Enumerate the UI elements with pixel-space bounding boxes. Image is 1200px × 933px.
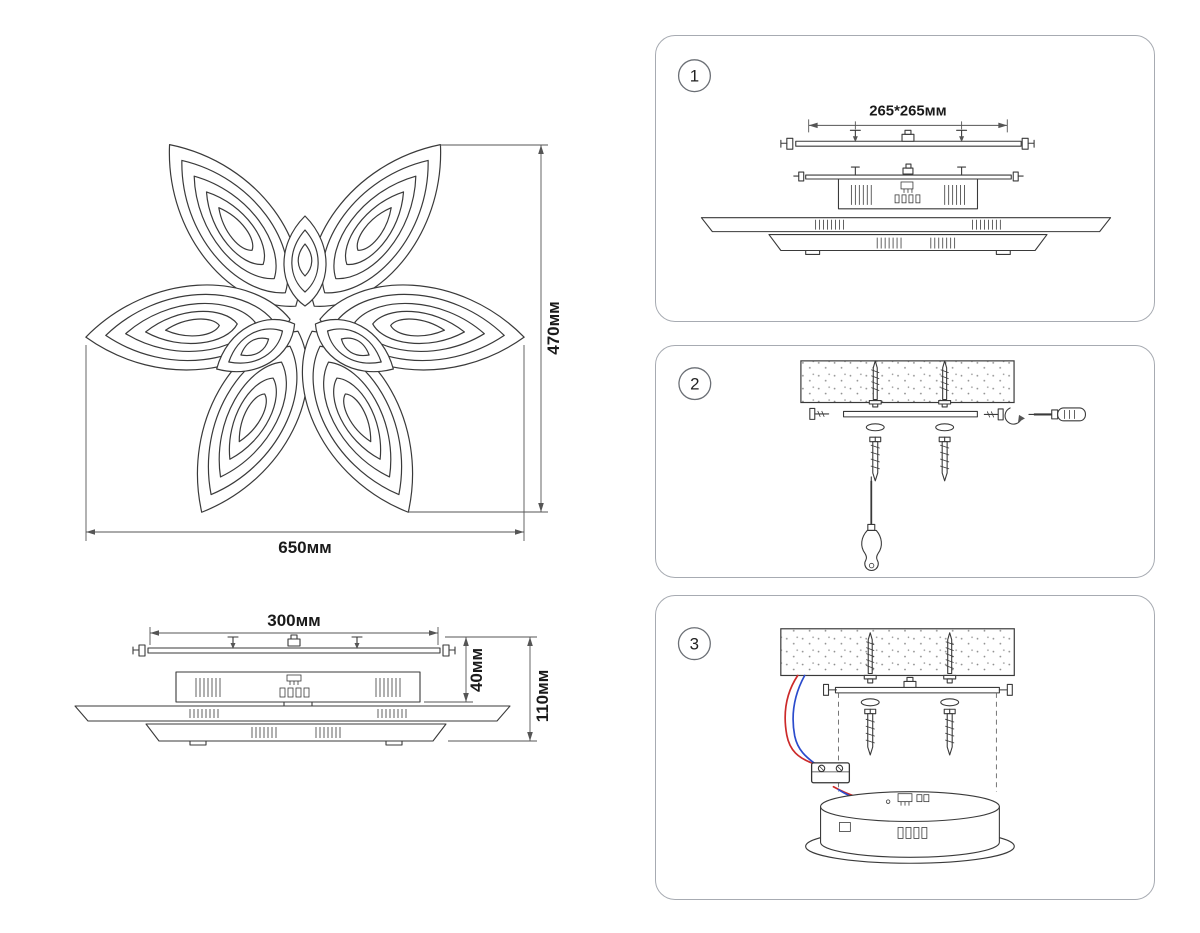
screw-icon [132,644,146,657]
upper-panel [700,217,1112,233]
base-clip [839,822,851,832]
screw-icon [809,407,830,420]
bracket-hole [865,423,885,432]
step-number-badge [677,59,712,93]
bolt-icon [227,636,239,649]
mounting-bracket-side [132,634,456,657]
screw-icon [793,171,805,182]
lower-panel [768,234,1048,252]
fixture-side-view: 300мм [74,611,552,746]
center-clip-icon [287,634,301,647]
screwdriver-icon [861,476,882,572]
ceiling [800,360,1015,404]
screw-icon [943,708,956,756]
side-view-width-label: 300мм [267,611,321,630]
terminal-block [810,762,851,784]
step-2-drawing: 2 [678,360,1086,572]
driver-housing-side [175,671,421,703]
top-view-width-label: 650мм [278,538,332,557]
dimension-bracket: 265*265мм [808,103,1008,133]
total-height-label: 110мм [533,670,552,723]
alignment-guides [837,692,997,792]
bolt-icon [956,129,968,143]
wire-red [784,674,813,764]
bracket-hole [935,423,955,432]
mounting-bracket [780,129,1035,150]
screw-icon [869,436,882,482]
step-panel-2: 2 [655,345,1155,578]
upper-height-label: 40мм [467,648,486,692]
anchor-screw-icon [938,360,952,408]
step-panel-3: 3 [655,595,1155,900]
center-clip-icon [901,129,915,142]
step-number: 3 [690,635,699,654]
mounting-bracket [842,410,978,418]
step-number: 2 [690,375,699,394]
screw-icon [938,436,951,482]
base-top-face [820,791,1000,823]
rotate-arrow-icon [1004,407,1025,425]
step-number: 1 [690,67,699,86]
step-1-drawing: 1 265*265мм [677,59,1112,256]
driver-housing [837,178,979,210]
step-number-badge [677,627,711,661]
anchor-screw-icon [868,360,882,408]
fixture-base [805,791,1015,864]
screw-icon [780,137,794,150]
dimension-total-height: 110мм [448,637,552,742]
screw-icon [822,683,837,696]
center-clip-icon [902,163,914,175]
bracket-dimension-label: 265*265мм [869,103,946,119]
bracket-hole [860,698,880,707]
screw-icon [1012,171,1024,182]
bolt-icon [351,636,363,649]
screw-icon [864,708,877,756]
top-view-height-label: 470мм [544,301,563,355]
lower-panel-side [145,723,447,746]
fixture-side-view-small [700,163,1112,256]
screw-icon [1021,137,1035,150]
step-3-drawing: 3 [677,627,1015,864]
dimension-top-view-width: 650мм [85,345,525,557]
upper-panel-side [74,705,511,722]
dimension-side-view-width: 300мм [149,611,439,645]
anchor-screw-icon [863,632,877,684]
bracket-hole [940,698,960,707]
product-dimension-drawing: 650мм 470мм 300мм [74,118,563,746]
flower-top-view [81,118,529,533]
screwdriver-icon [1028,407,1086,422]
ceiling [780,628,1015,677]
screw-icon [983,408,1004,421]
step-number-badge [678,367,712,401]
screw-icon [442,644,456,657]
mounting-bracket [834,686,1000,694]
screw-icon [998,683,1013,696]
wire-blue [792,674,818,766]
anchor-screw-icon [943,632,957,684]
dimension-upper-height: 40мм [424,636,537,703]
center-clip-icon [903,676,917,688]
step-panel-1: 1 265*265мм [655,35,1155,322]
dimension-top-view-height: 470мм [408,144,563,513]
bolt-icon [849,129,861,143]
